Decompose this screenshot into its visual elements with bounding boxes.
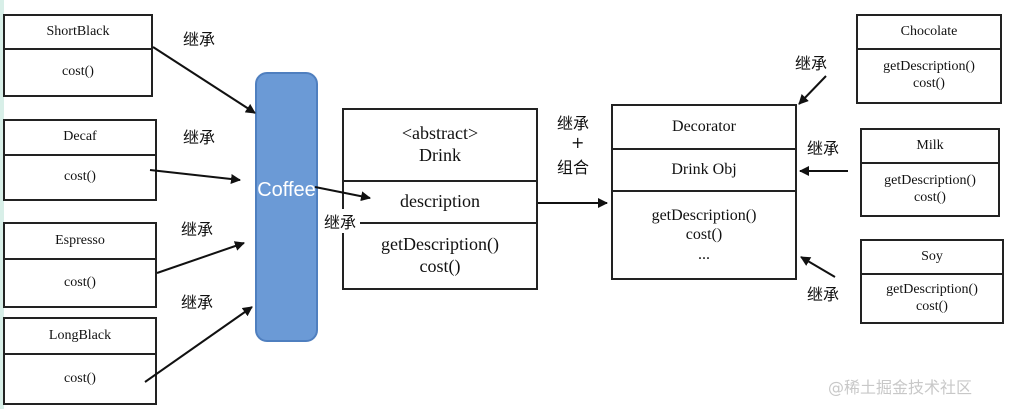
longblack-methods: cost() — [5, 353, 155, 403]
coffee-to-drink-arrow — [314, 186, 371, 202]
decaf-class-title: Decaf — [5, 121, 155, 154]
drink-class-header: <abstract> Drink — [344, 110, 536, 180]
chocolate-cost-method: cost() — [913, 76, 945, 91]
left-edge-decoration — [0, 0, 4, 409]
soy-name: Soy — [921, 248, 943, 264]
espresso-methods: cost() — [5, 258, 155, 306]
decorator-class-box: Decorator Drink Obj getDescription() cos… — [611, 104, 797, 280]
decorator-fields: Drink Obj — [613, 148, 795, 190]
coffee-to-drink-label: 继承 — [320, 209, 361, 233]
milk-getdescription-method: getDescription() — [884, 172, 976, 188]
shortblack-name: ShortBlack — [46, 23, 110, 39]
chocolate-class-title: Chocolate — [858, 16, 1000, 48]
espresso-cost-method: cost() — [64, 274, 96, 290]
milk-inheritance-label: 继承 — [807, 139, 840, 158]
soy-cost-method: cost() — [916, 298, 948, 314]
espresso-to-coffee-arrow — [156, 241, 245, 274]
longblack-class-box: LongBlack cost() — [3, 317, 157, 405]
decorator-more-methods: ... — [698, 245, 710, 263]
longblack-to-coffee-arrow — [144, 306, 253, 383]
decaf-cost-method: cost() — [64, 169, 96, 185]
espresso-inheritance-label: 继承 — [181, 220, 214, 239]
decorator-getdescription-method: getDescription() — [651, 207, 757, 225]
shortblack-class-title: ShortBlack — [5, 16, 151, 48]
drink-class-box: <abstract> Drink description getDescript… — [342, 108, 538, 290]
drink-class-name: Drink — [419, 145, 461, 165]
decorator-class-name: Decorator — [672, 118, 736, 136]
soy-getdescription-method: getDescription() — [886, 281, 978, 297]
drink-cost-method: cost() — [419, 256, 461, 276]
longblack-cost-method: cost() — [64, 370, 96, 386]
milk-class-title: Milk — [862, 130, 998, 162]
espresso-class-box: Espresso cost() — [3, 222, 157, 308]
soy-class-box: Soy getDescription() cost() — [860, 239, 1004, 324]
decorator-methods: getDescription() cost() ... — [613, 190, 795, 278]
decaf-name: Decaf — [63, 129, 97, 145]
soy-to-decorator-arrow — [800, 256, 836, 278]
chocolate-getdescription-method: getDescription() — [883, 59, 975, 75]
drink-fields: description — [344, 180, 536, 222]
decaf-methods: cost() — [5, 154, 155, 199]
espresso-class-title: Espresso — [5, 224, 155, 258]
longblack-class-title: LongBlack — [5, 319, 155, 353]
chocolate-inheritance-label: 继承 — [795, 54, 828, 73]
milk-name: Milk — [916, 137, 944, 153]
drink-methods: getDescription() cost() — [344, 222, 536, 288]
soy-methods: getDescription() cost() — [862, 273, 1002, 322]
decaf-to-coffee-arrow — [149, 169, 241, 184]
milk-methods: getDescription() cost() — [862, 162, 998, 215]
chocolate-to-decorator-arrow — [798, 75, 827, 105]
watermark-text: @稀土掘金技术社区 — [828, 378, 973, 397]
soy-inheritance-label: 继承 — [807, 285, 840, 304]
drink-getdescription-method: getDescription() — [381, 234, 499, 255]
drink-description-field: description — [400, 191, 480, 212]
chocolate-methods: getDescription() cost() — [858, 48, 1000, 102]
decorator-drink-obj-field: Drink Obj — [671, 161, 737, 179]
drink-to-decorator-plus-label: + — [571, 133, 585, 152]
shortblack-methods: cost() — [5, 48, 151, 95]
soy-class-title: Soy — [862, 241, 1002, 273]
coffee-label: Coffee — [257, 179, 316, 201]
chocolate-class-box: Chocolate getDescription() cost() — [856, 14, 1002, 104]
decorator-class-header: Decorator — [613, 106, 795, 148]
decaf-inheritance-label: 继承 — [183, 128, 216, 147]
coffee-class-bar: Coffee — [255, 72, 318, 342]
longblack-name: LongBlack — [48, 327, 112, 343]
drink-stereotype: <abstract> — [401, 123, 479, 144]
shortblack-to-coffee-arrow — [152, 46, 256, 114]
shortblack-inheritance-label: 继承 — [183, 30, 216, 49]
milk-cost-method: cost() — [914, 189, 946, 205]
decorator-cost-method: cost() — [685, 226, 723, 244]
decaf-class-box: Decaf cost() — [3, 119, 157, 201]
drink-to-decorator-inheritance-label: 继承 — [557, 114, 590, 133]
chocolate-name: Chocolate — [900, 23, 958, 39]
milk-class-box: Milk getDescription() cost() — [860, 128, 1000, 217]
drink-to-decorator-composition-label: 组合 — [557, 158, 590, 177]
shortblack-cost-method: cost() — [62, 64, 94, 80]
longblack-inheritance-label: 继承 — [181, 293, 214, 312]
espresso-name: Espresso — [55, 232, 105, 248]
shortblack-class-box: ShortBlack cost() — [3, 14, 153, 97]
